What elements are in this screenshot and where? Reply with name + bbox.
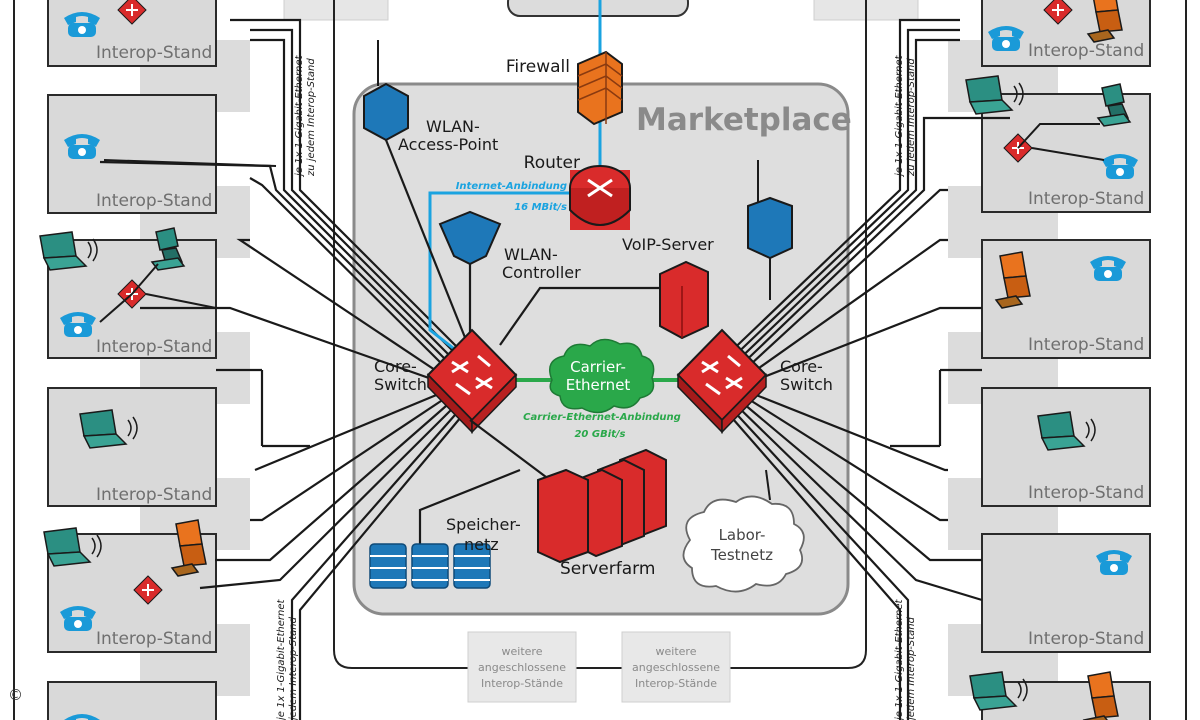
labor-label2: Testnetz (710, 546, 773, 564)
core-switch-left-label2: Switch (374, 375, 427, 394)
stand-label: Interop-Stand (1028, 335, 1144, 355)
stand-label: Interop-Stand (1028, 41, 1144, 61)
core-switch-left-label1: Core- (374, 357, 417, 376)
labor-testnetz-cloud (682, 495, 805, 593)
stand-label: Interop-Stand (96, 191, 212, 211)
carrier-link-label: Carrier-Ethernet-Anbindung (523, 412, 681, 423)
further-stands-line1: weitere (502, 645, 543, 658)
carrier-cloud-label2: Ethernet (566, 376, 631, 394)
wlan-controller-label2: Controller (502, 263, 581, 282)
left-stand-labels: Interop-Stand Interop-Stand Interop-Stan… (96, 43, 212, 649)
wlan-controller-icon (438, 210, 502, 340)
core-switch-right-label2: Switch (780, 375, 833, 394)
serverfarm-label: Serverfarm (560, 559, 655, 579)
firewall-label: Firewall (506, 57, 570, 77)
router-label: Router (524, 153, 580, 173)
copyright-mark: © (8, 686, 23, 704)
stand-label: Interop-Stand (96, 337, 212, 357)
further-stands-line2: angeschlossene (478, 661, 566, 674)
storage-icon (369, 543, 491, 589)
gigabit-note-right-top-1: je 1x 1-Gigabit-Ethernet (894, 54, 905, 178)
gigabit-note-right-bottom-1: je 1x 1-Gigabit-Ethernet (894, 598, 905, 720)
firewall-icon (577, 50, 623, 126)
left-stand-3-devices (39, 227, 217, 337)
right-stand-2-devices (965, 75, 1138, 179)
stand-label: Interop-Stand (1028, 189, 1144, 209)
further-stands-right: weitere angeschlossene Interop-Stände (621, 631, 731, 703)
carrier-ethernet-cloud (549, 338, 655, 414)
storage-label2: netz (464, 535, 499, 554)
storage-label1: Speicher- (446, 515, 521, 534)
wlan-ap-label2: Access-Point (398, 135, 498, 154)
router-icon (569, 165, 631, 230)
cable-bundles (99, 18, 1010, 720)
internet-link-label: Internet-Anbindung (456, 181, 567, 192)
left-stand-2-devices (64, 134, 277, 167)
voip-server-label: VoIP-Server (622, 235, 714, 254)
gigabit-note-left-top-2: zu jedem Interop-Stand (306, 58, 317, 177)
core-switch-right-label1: Core- (780, 357, 823, 376)
wlan-ap-label1: WLAN- (426, 117, 480, 136)
right-stand-labels: Interop-Stand Interop-Stand Interop-Stan… (1028, 41, 1144, 649)
stand-label: Interop-Stand (1028, 483, 1144, 503)
gigabit-note-right-bottom-2: jedem Interop-Stand (906, 616, 917, 720)
labor-label1: Labor- (719, 526, 766, 544)
voip-server-icon (499, 260, 709, 346)
marketplace-title: Marketplace (636, 102, 852, 138)
gigabit-note-left-bottom-2: jedem Interop-Stand (288, 616, 299, 720)
stand-label: Interop-Stand (1028, 629, 1144, 649)
stand-label: Interop-Stand (96, 485, 212, 505)
internet-link-speed: 16 MBit/s (514, 202, 567, 213)
carrier-link-speed: 20 GBit/s (574, 429, 625, 440)
stand-label: Interop-Stand (96, 43, 212, 63)
gigabit-note-left-top-1: je 1x 1-Gigabit-Ethernet (294, 54, 305, 178)
further-stands-line1: weitere (656, 645, 697, 658)
stand-label: Interop-Stand (96, 629, 212, 649)
serverfarm-icon (537, 448, 667, 564)
wlan-controller-label1: WLAN- (504, 245, 558, 264)
gigabit-note-right-top-2: zu jedem Interop-Stand (906, 58, 917, 177)
further-stands-line3: Interop-Stände (635, 677, 717, 690)
carrier-cloud-label1: Carrier- (570, 358, 626, 376)
further-stands-line2: angeschlossene (632, 661, 720, 674)
wlan-access-point-icon-right (747, 160, 793, 300)
further-stands-line3: Interop-Stände (481, 677, 563, 690)
gigabit-note-left-bottom-1: je 1x 1-Gigabit-Ethernet (276, 598, 287, 720)
further-stands-left: weitere angeschlossene Interop-Stände (467, 631, 577, 703)
core-switch-right-icon (676, 328, 768, 434)
wlan-access-point-icon (363, 40, 472, 351)
core-switch-left-icon (426, 328, 518, 434)
